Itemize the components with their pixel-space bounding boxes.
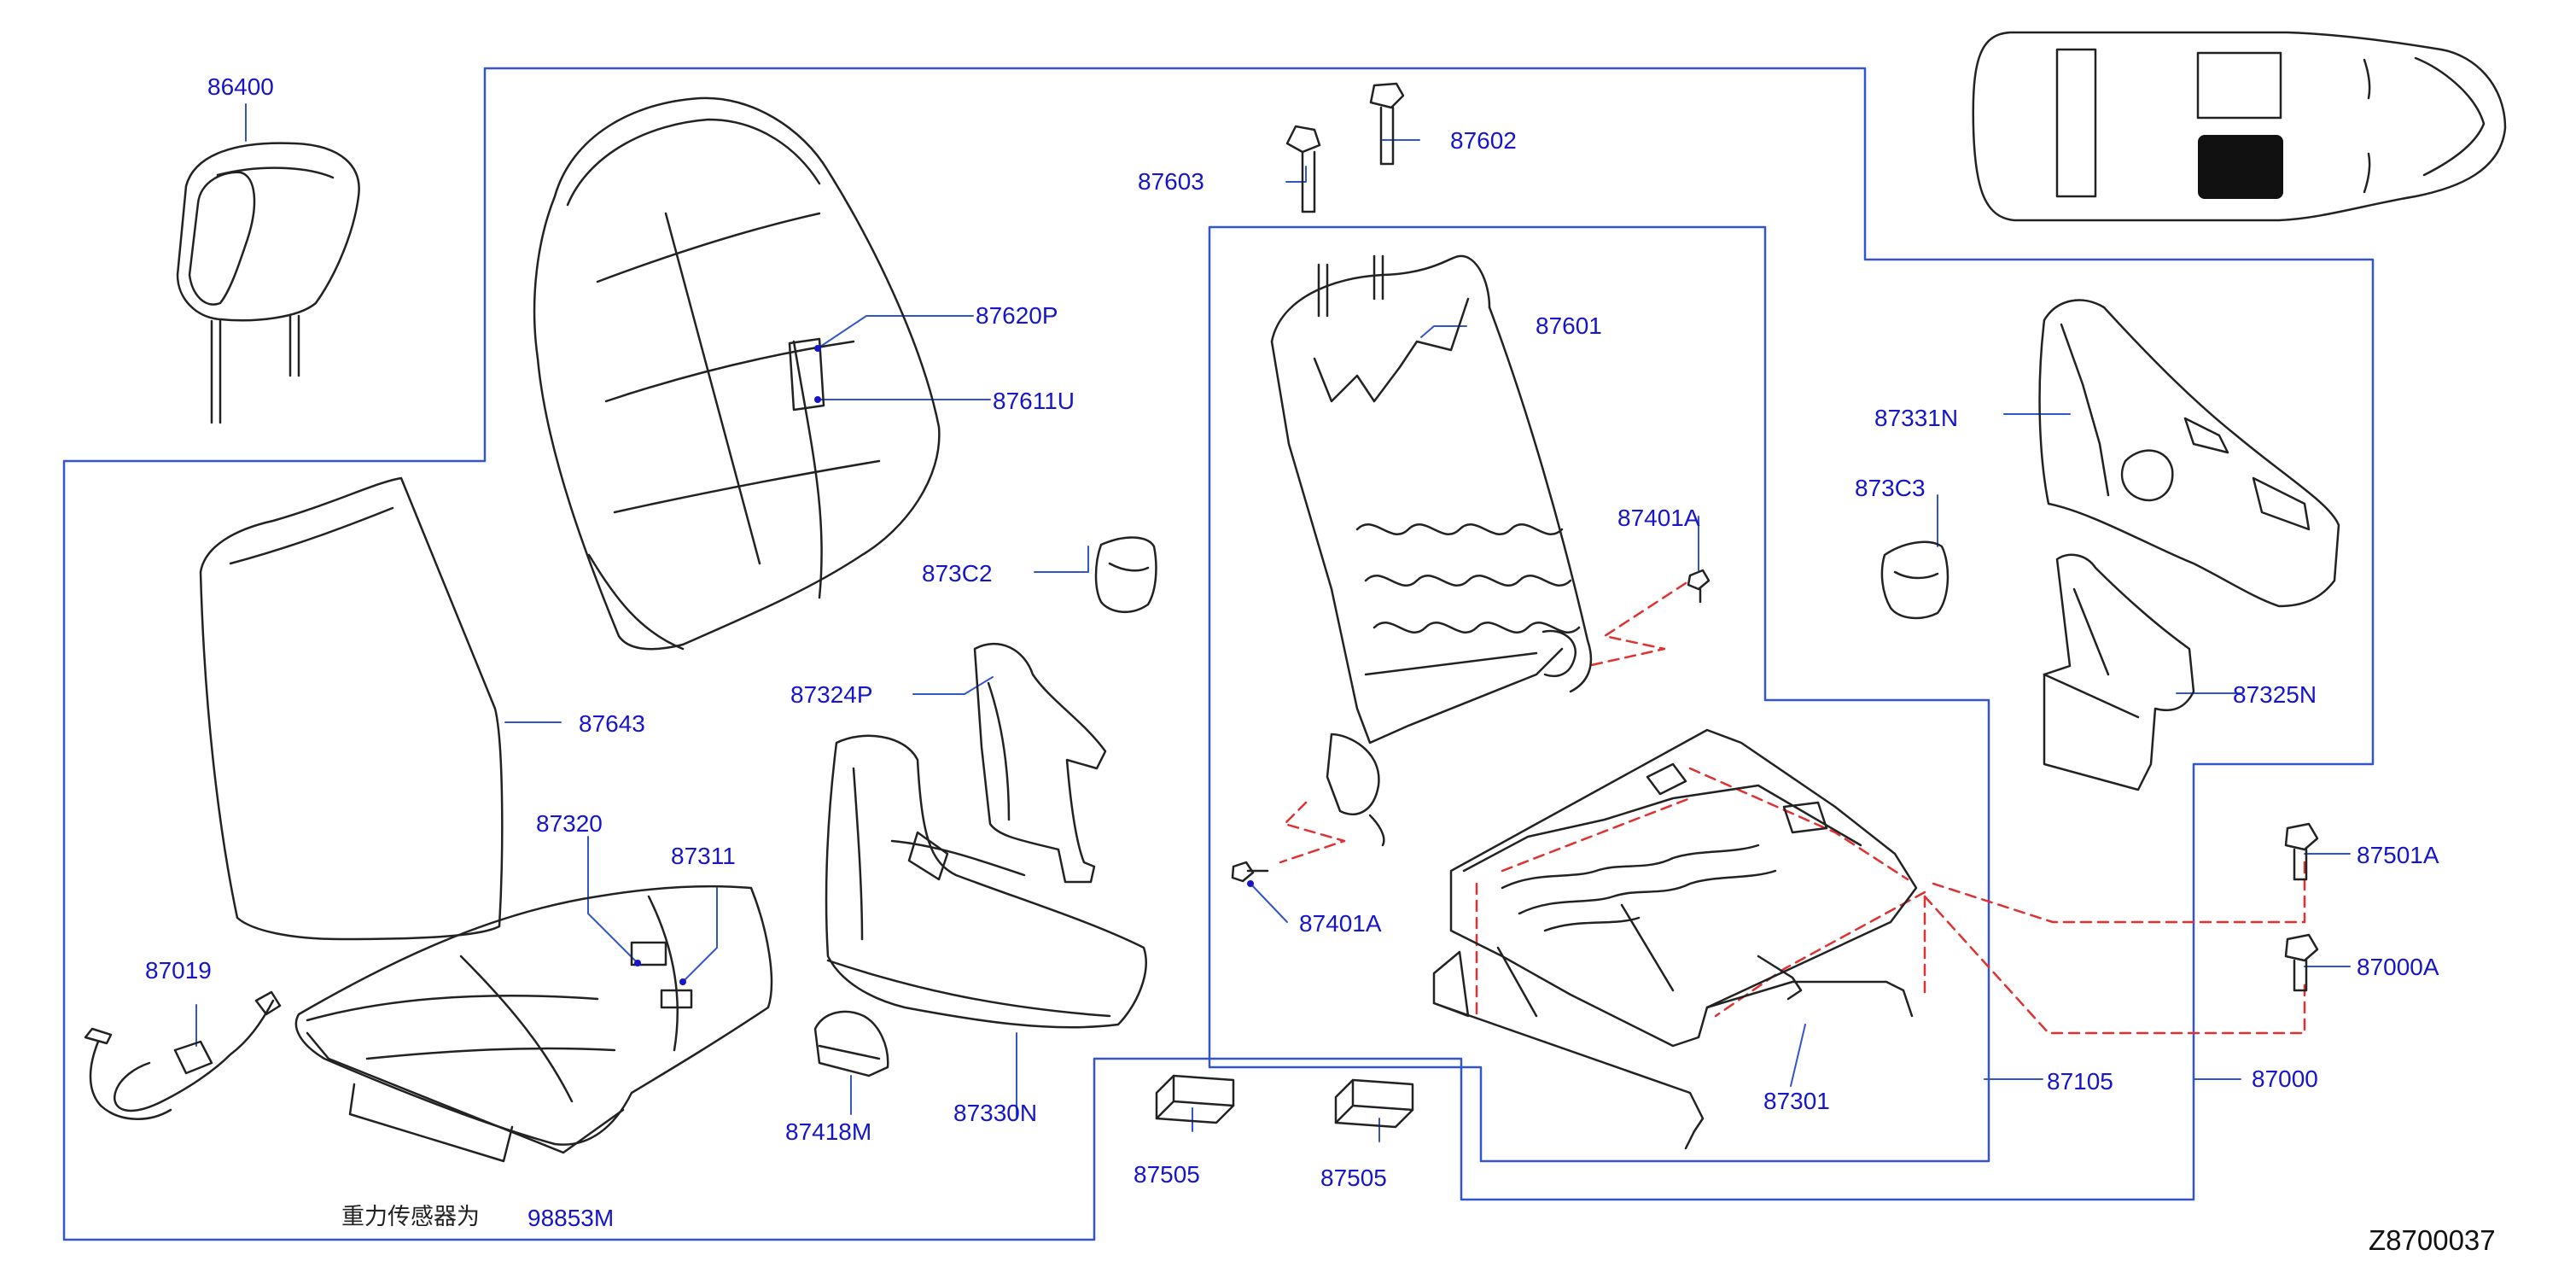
- lever-drawing: [813, 1010, 889, 1077]
- seat-cushion-drawing: [294, 885, 773, 1163]
- part-label-87401a-lower: 87401A: [1299, 910, 1382, 937]
- part-label-87000a: 87000A: [2357, 954, 2439, 980]
- part-label-87301: 87301: [1763, 1088, 1830, 1114]
- part-label-87325n: 87325N: [2233, 681, 2317, 708]
- leader-dot-87620p: [814, 345, 821, 352]
- bolt-87501a-drawing: [2284, 822, 2319, 881]
- part-label-87643: 87643: [579, 710, 645, 737]
- part-label-87324p: 87324P: [790, 681, 873, 708]
- leader-lines: [195, 103, 2351, 1142]
- part-label-87105: 87105: [2047, 1068, 2113, 1095]
- seatback-trim-drawing: [533, 96, 941, 651]
- side-shield-drawing: [2038, 299, 2340, 608]
- bolt-87602-drawing: [1369, 82, 1405, 166]
- assembly-boundary: [62, 67, 2375, 1241]
- bolt-87603-drawing: [1285, 125, 1321, 213]
- highlight-marks: [634, 135, 2283, 985]
- leader-dot-87320: [634, 960, 641, 966]
- part-label-87620p: 87620P: [976, 302, 1058, 329]
- clip-873c3-drawing: [1880, 540, 1949, 620]
- seat-position-highlight: [2198, 135, 2283, 199]
- side-cover-drawing: [825, 734, 1147, 1029]
- part-label-87611u: 87611U: [993, 388, 1075, 414]
- wire-harness-drawing: [84, 990, 282, 1120]
- headrest-drawing: [176, 142, 360, 424]
- seatback-pad-drawing: [199, 476, 504, 941]
- part-label-873c3: 873C3: [1855, 475, 1926, 501]
- part-label-87501a: 87501A: [2357, 842, 2439, 868]
- car-locator-drawing: [1972, 31, 2507, 222]
- part-label-87505-b: 87505: [1320, 1165, 1387, 1191]
- part-label-87401a-upper: 87401A: [1617, 505, 1700, 531]
- part-label-87602: 87602: [1450, 127, 1517, 154]
- seat-cushion-frame-drawing: [1432, 728, 1918, 1150]
- part-label-98853m: 98853M: [527, 1205, 615, 1231]
- leader-dot-87611u: [814, 396, 821, 403]
- part-label-87418m: 87418M: [785, 1118, 872, 1145]
- side-guard-drawing: [2043, 553, 2195, 791]
- part-label-87603: 87603: [1138, 168, 1204, 195]
- screw-upper-drawing: [1687, 569, 1711, 604]
- part-label-873c2: 873C2: [922, 560, 993, 587]
- reinforcement-drawing: [973, 642, 1107, 884]
- clip-87505-a-drawing: [1155, 1074, 1235, 1124]
- clip-873c2-drawing: [1094, 536, 1157, 614]
- part-drawings: [84, 31, 2507, 1163]
- sensor-note: 重力传感器为: [341, 1204, 480, 1230]
- part-label-87000: 87000: [2252, 1066, 2318, 1092]
- part-label-86400: 86400: [207, 73, 274, 100]
- clip-87505-b-drawing: [1334, 1078, 1414, 1129]
- part-label-87330n: 87330N: [953, 1100, 1038, 1126]
- part-label-87331n: 87331N: [1874, 405, 1959, 431]
- part-label-87019: 87019: [145, 957, 212, 984]
- part-label-87601: 87601: [1536, 312, 1602, 339]
- part-label-87505-a: 87505: [1134, 1161, 1200, 1188]
- part-label-87311: 87311: [671, 843, 736, 869]
- bolt-87000a-drawing: [2284, 933, 2319, 992]
- leader-dot-87401a-lower: [1247, 880, 1254, 887]
- screw-lower-drawing: [1231, 861, 1269, 883]
- hidden-link-lines: [1279, 581, 2306, 1035]
- seatback-frame-drawing: [1270, 254, 1593, 847]
- diagram-code: Z8700037: [2369, 1224, 2496, 1256]
- leader-dot-87311: [679, 978, 686, 985]
- part-label-87320: 87320: [536, 810, 603, 837]
